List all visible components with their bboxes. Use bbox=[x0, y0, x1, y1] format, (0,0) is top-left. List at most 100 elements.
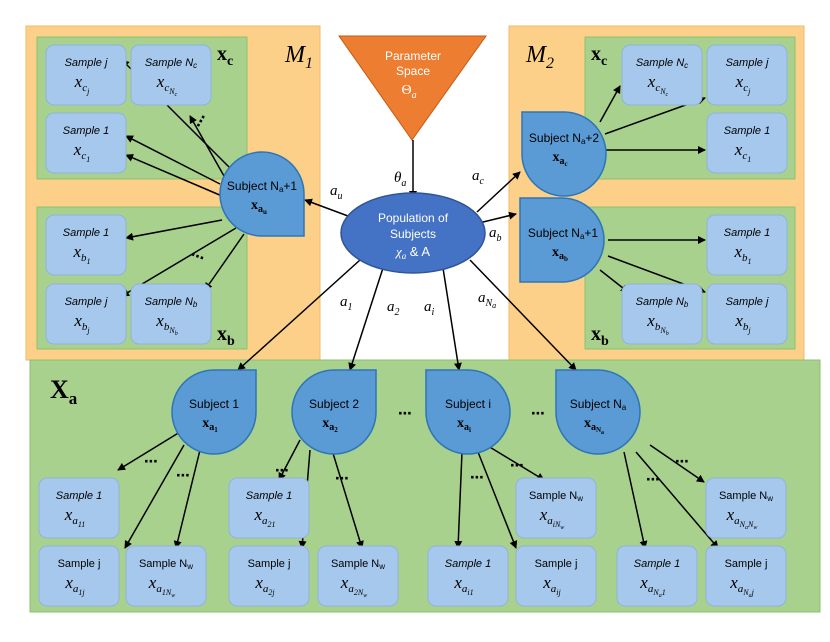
ellipsis-s1-b: ⋯ bbox=[176, 468, 190, 484]
sample-label: Sample j bbox=[726, 57, 769, 69]
arrow-a1 bbox=[237, 259, 361, 371]
ellipsis-left-b: ⋯ bbox=[188, 247, 207, 267]
label-xb-left: xb bbox=[217, 323, 235, 349]
ellipsis-sn-a: ⋯ bbox=[646, 472, 660, 488]
population-line2: Subjects bbox=[390, 227, 436, 241]
subject-right-na1-line1: Subject Na+1 bbox=[528, 226, 598, 241]
sample-symbol: xaij bbox=[542, 573, 561, 597]
sample-symbol: xaNa1 bbox=[639, 573, 665, 599]
sample-box-bg bbox=[616, 545, 698, 607]
sample-box-rb-j: Sample j xbj bbox=[706, 283, 788, 345]
sample-symbol: xbj bbox=[73, 311, 90, 335]
sample-symbol: xc1 bbox=[73, 140, 90, 164]
edge-label-ac: ac bbox=[472, 168, 485, 187]
sample-label: Sample j bbox=[248, 558, 291, 570]
sample-box-bg bbox=[705, 545, 787, 607]
subject-left-na1-shape bbox=[219, 151, 305, 237]
subject-na-line1: Subject Na bbox=[570, 397, 627, 412]
population-line3: χa & A bbox=[394, 244, 430, 261]
sample-box-a2-1: Sample 1 xa21 bbox=[228, 477, 310, 539]
sample-box-bg bbox=[38, 545, 120, 607]
sample-box-bg bbox=[705, 477, 787, 539]
edge-label-au: au bbox=[330, 183, 343, 202]
parameter-space-symbol: Θa bbox=[401, 83, 416, 101]
subject-right-na1-line2: xab bbox=[552, 245, 568, 263]
sample-symbol: xc1 bbox=[734, 140, 751, 164]
arrow-aNa bbox=[469, 259, 577, 371]
population-ellipse bbox=[340, 192, 486, 274]
ellipsis-subject-row-2: ⋯ bbox=[531, 406, 545, 422]
label-xa: Xa bbox=[50, 375, 78, 408]
edge-label-a1: a1 bbox=[340, 294, 353, 313]
edge-label-aNa: aNa bbox=[478, 290, 496, 310]
sample-symbol: xb1 bbox=[733, 242, 751, 266]
sample-label: Sample 1 bbox=[634, 558, 680, 570]
sample-label: Sample j bbox=[65, 296, 108, 308]
label-m2: M2 bbox=[525, 42, 554, 72]
sample-label: Sample Nw bbox=[139, 558, 193, 571]
sample-box-bg bbox=[427, 545, 509, 607]
sample-box-bg bbox=[621, 44, 703, 106]
sample-symbol: xa21 bbox=[253, 505, 275, 529]
sample-box-bg bbox=[130, 44, 212, 106]
arrow-a2 bbox=[348, 267, 384, 371]
sample-box-bg bbox=[706, 112, 788, 174]
sample-box-rc-1: Sample 1 xc1 bbox=[706, 112, 788, 174]
sample-box-bg bbox=[228, 545, 310, 607]
sample-box-bg bbox=[228, 477, 310, 539]
arrow-ac bbox=[476, 171, 521, 213]
population-line1: Population of bbox=[378, 211, 449, 225]
ellipsis-sn-b: ⋯ bbox=[675, 454, 689, 470]
subject-2-line1: Subject 2 bbox=[309, 397, 359, 411]
sample-label: Sample j bbox=[725, 558, 768, 570]
edge-label-ai: ai bbox=[424, 299, 435, 318]
parameter-space-line1: Parameter bbox=[385, 49, 441, 63]
sample-label: Sample j bbox=[726, 296, 769, 308]
edge-label-theta: θa bbox=[394, 170, 406, 189]
label-xc-left: xc bbox=[217, 43, 233, 69]
subject-left-na1-line1: Subject Na+1 bbox=[227, 179, 297, 194]
sample-symbol: xbj bbox=[734, 311, 751, 335]
subject-na-line2: xaNa bbox=[584, 416, 604, 436]
ellipsis-subject-row: ⋯ bbox=[398, 406, 412, 422]
sample-symbol: xa2j bbox=[254, 573, 275, 597]
sample-symbol: xcj bbox=[735, 72, 751, 96]
sample-symbol: xcNc bbox=[156, 72, 178, 98]
edge-labels: θa au ac ab a1 a2 ai aNa bbox=[330, 168, 502, 318]
sample-symbol: xaNaNw bbox=[726, 505, 758, 531]
sample-label: Sample 1 bbox=[246, 490, 292, 502]
arrow-ai bbox=[442, 267, 462, 371]
sample-symbol: xa2Nw bbox=[340, 573, 367, 599]
label-xb-right: xb bbox=[591, 323, 609, 349]
subject-i-shape bbox=[425, 369, 511, 455]
sample-box-bg bbox=[621, 283, 703, 345]
ellipsis-left-c: ⋯ bbox=[191, 111, 212, 131]
sample-label: Sample Nw bbox=[529, 490, 583, 503]
sample-symbol: xcNc bbox=[647, 72, 669, 98]
subject-1-shape bbox=[171, 369, 257, 455]
subject-1-line1: Subject 1 bbox=[189, 397, 239, 411]
sample-box-bg bbox=[317, 545, 399, 607]
sample-box-bg bbox=[45, 214, 127, 276]
sample-symbol: xbNb bbox=[155, 311, 177, 337]
sample-label: Sample Nw bbox=[331, 558, 385, 571]
sample-label: Sample 1 bbox=[724, 125, 770, 137]
sample-symbol: xb1 bbox=[72, 242, 90, 266]
sample-label: Sample j bbox=[65, 57, 108, 69]
sample-box-bg bbox=[515, 545, 597, 607]
sample-box-bg bbox=[45, 112, 127, 174]
